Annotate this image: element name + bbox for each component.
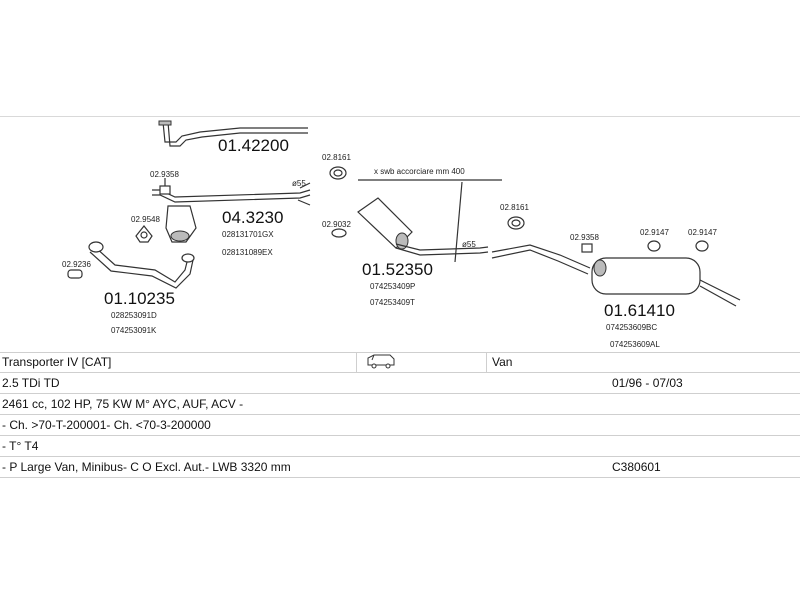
table-row-engine: 2.5 TDi TD 01/96 - 07/03 <box>0 373 800 394</box>
silencer-01-52350 <box>357 197 489 256</box>
table-row-chassis: - Ch. >70-T-200001- Ch. <70-3-200000 <box>0 415 800 436</box>
part-number-01-42200: 01.42200 <box>218 136 289 155</box>
frame-line <box>0 116 800 117</box>
hanger-02-8161-a <box>329 166 347 180</box>
hanger-02-8161-b <box>507 216 525 230</box>
oem-074253091k: 074253091K <box>111 326 157 335</box>
gasket-02-9548 <box>135 225 153 243</box>
body-type-cell: Van <box>492 355 513 369</box>
oem-074253409t: 074253409T <box>370 298 415 307</box>
pipe-01-42200 <box>158 120 308 147</box>
variant-cell: - P Large Van, Minibus- C O Excl. Aut.- … <box>2 460 291 474</box>
part-number-02-9147-a: 02.9147 <box>640 228 669 237</box>
swb-cut-line <box>454 181 463 263</box>
oem-028131089ex: 028131089EX <box>222 248 273 257</box>
spec-cell: 2461 cc, 102 HP, 75 KW M° AYC, AUF, ACV … <box>2 397 244 411</box>
row-divider <box>486 352 487 372</box>
gasket-02-9032 <box>331 228 347 238</box>
table-row-spec: 2461 cc, 102 HP, 75 KW M° AYC, AUF, ACV … <box>0 394 800 415</box>
part-number-04-3230: 04.3230 <box>222 208 283 227</box>
part-number-01-10235: 01.10235 <box>104 289 175 308</box>
part-number-02-9358-a: 02.9358 <box>150 170 179 179</box>
oem-074253609bc: 074253609BC <box>606 323 657 332</box>
diameter-label-1: ø55 <box>292 179 306 188</box>
type-cell: - T° T4 <box>2 439 39 453</box>
part-number-02-9236: 02.9236 <box>62 260 91 269</box>
part-number-02-9032: 02.9032 <box>322 220 351 229</box>
code-cell: C380601 <box>612 460 661 474</box>
silencer-01-61410 <box>591 257 741 307</box>
pipe-04-3230 <box>152 182 311 243</box>
oem-028131701gx: 028131701GX <box>222 230 274 239</box>
table-row-model: Transporter IV [CAT] Van <box>0 352 800 373</box>
hanger-02-9147-b <box>695 240 709 252</box>
table-top-line <box>0 352 800 353</box>
gasket-02-9236 <box>67 269 83 279</box>
chassis-cell: - Ch. >70-T-200001- Ch. <70-3-200000 <box>2 418 211 432</box>
engine-cell: 2.5 TDi TD <box>2 376 60 390</box>
clamp-02-9358-b <box>581 243 593 253</box>
oem-028253091d: 028253091D <box>111 311 157 320</box>
van-icon <box>366 353 396 375</box>
model-cell: Transporter IV [CAT] <box>2 355 112 369</box>
table-row-variant: - P Large Van, Minibus- C O Excl. Aut.- … <box>0 457 800 478</box>
clamp-02-9358-a <box>159 178 171 195</box>
pipe-rear-connector <box>491 244 591 275</box>
vehicle-info-table: Transporter IV [CAT] Van 2.5 TDi TD 01/9… <box>0 352 800 478</box>
row-divider <box>356 352 357 372</box>
part-number-02-8161-b: 02.8161 <box>500 203 529 212</box>
exhaust-diagram: 01.42200 04.3230 028131701GX 028131089EX… <box>62 120 741 349</box>
diameter-label-2: ø55 <box>462 240 476 249</box>
part-number-02-8161-a: 02.8161 <box>322 153 351 162</box>
part-number-02-9147-b: 02.9147 <box>688 228 717 237</box>
part-number-02-9358-b: 02.9358 <box>570 233 599 242</box>
hanger-02-9147-a <box>647 240 661 252</box>
oem-074253609al: 074253609AL <box>610 340 660 349</box>
table-row-type: - T° T4 <box>0 436 800 457</box>
part-number-01-61410: 01.61410 <box>604 301 675 320</box>
oem-074253409p: 074253409P <box>370 282 415 291</box>
pipe-01-10235 <box>88 241 195 289</box>
part-number-02-9548: 02.9548 <box>131 215 160 224</box>
swb-note: x swb accorciare mm 400 <box>374 167 465 176</box>
part-number-01-52350: 01.52350 <box>362 260 433 279</box>
years-cell: 01/96 - 07/03 <box>612 376 683 390</box>
